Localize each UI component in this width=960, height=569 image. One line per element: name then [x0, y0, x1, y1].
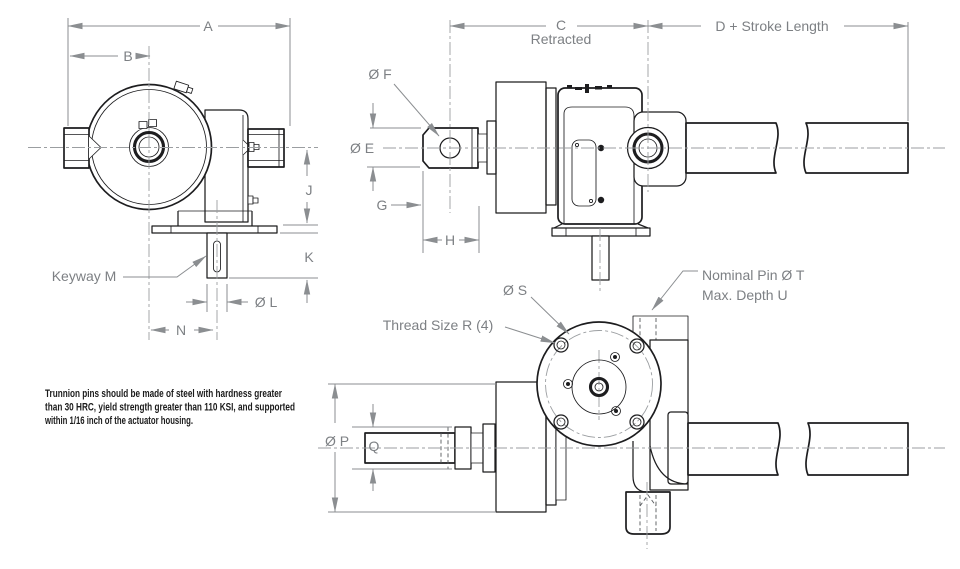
- nominal-pin-label-line2: Max. Depth U: [702, 287, 788, 303]
- side-view-retracted: [383, 20, 945, 291]
- dim-label-a: A: [203, 18, 213, 34]
- dim-label-q: Q: [369, 438, 380, 454]
- s-leader-line: [530, 296, 570, 335]
- keyway-label: Keyway M: [52, 268, 117, 284]
- keyway-leader-line: [123, 255, 207, 278]
- dim-label-k: K: [304, 249, 314, 265]
- flange-face-view: [318, 315, 945, 549]
- dim-label-n: N: [176, 322, 186, 338]
- dim-label-e: Ø E: [350, 140, 374, 156]
- lower-housing-foot: [625, 441, 689, 549]
- actuator-housing-side: [557, 84, 643, 225]
- dim-label-p: Ø P: [325, 433, 349, 449]
- note-line-3: within 1/16 inch of the actuator housing…: [44, 415, 193, 427]
- vent-plug: [173, 80, 194, 94]
- thread-size-label2: Thread Size R (4): [383, 317, 493, 333]
- dim-label-d: D + Stroke Length: [715, 18, 828, 34]
- trunnion-pin-right: [242, 128, 285, 205]
- dim-label-b: B: [123, 48, 132, 64]
- mounting-flange-face: [536, 321, 662, 447]
- cover-plate: [571, 139, 597, 207]
- flange-view-dimensions: Ø P Q Ø S Thread Size R (4) Nominal Pin …: [325, 267, 805, 513]
- f-leader-line: [393, 83, 440, 137]
- dim-label-l: Ø L: [255, 294, 278, 310]
- dim-label-c: C: [556, 17, 566, 33]
- dim-label-f: Ø F: [368, 66, 391, 82]
- rod-eye: [422, 120, 497, 175]
- bolt-hole: [553, 337, 645, 430]
- bellows-boot-bottom: [495, 381, 547, 513]
- trunnion-note: Trunnion pins should be made of steel wi…: [44, 388, 295, 427]
- base-flange-front: [151, 225, 278, 279]
- bellows-boot: [495, 81, 547, 214]
- dim-label-h: H: [445, 232, 455, 248]
- pin-leader-line: [651, 270, 698, 311]
- hub-screws: [563, 352, 621, 416]
- trunnion-boss: [626, 111, 687, 187]
- dim-label-g: G: [377, 197, 388, 213]
- dim-label-c-retracted: Retracted: [531, 31, 592, 47]
- nominal-pin-label-line1: Nominal Pin Ø T: [702, 267, 805, 283]
- bolt-circle: [545, 330, 653, 438]
- dim-label-j: J: [306, 182, 313, 198]
- note-line-1: Trunnion pins should be made of steel wi…: [45, 388, 282, 400]
- front-view: [28, 46, 318, 340]
- piston-rod-bottom: [687, 422, 909, 476]
- note-line-2: than 30 HRC, yield strength greater than…: [45, 402, 295, 414]
- thread-leader-line: [504, 326, 556, 344]
- output-flange-side: [551, 223, 651, 281]
- dim-label-s: Ø S: [503, 282, 527, 298]
- side-view-dimensions: C Retracted D + Stroke Length Ø F Ø E G …: [350, 17, 909, 253]
- front-view-dimensions: A B J K Ø L N Keyway M: [52, 18, 318, 338]
